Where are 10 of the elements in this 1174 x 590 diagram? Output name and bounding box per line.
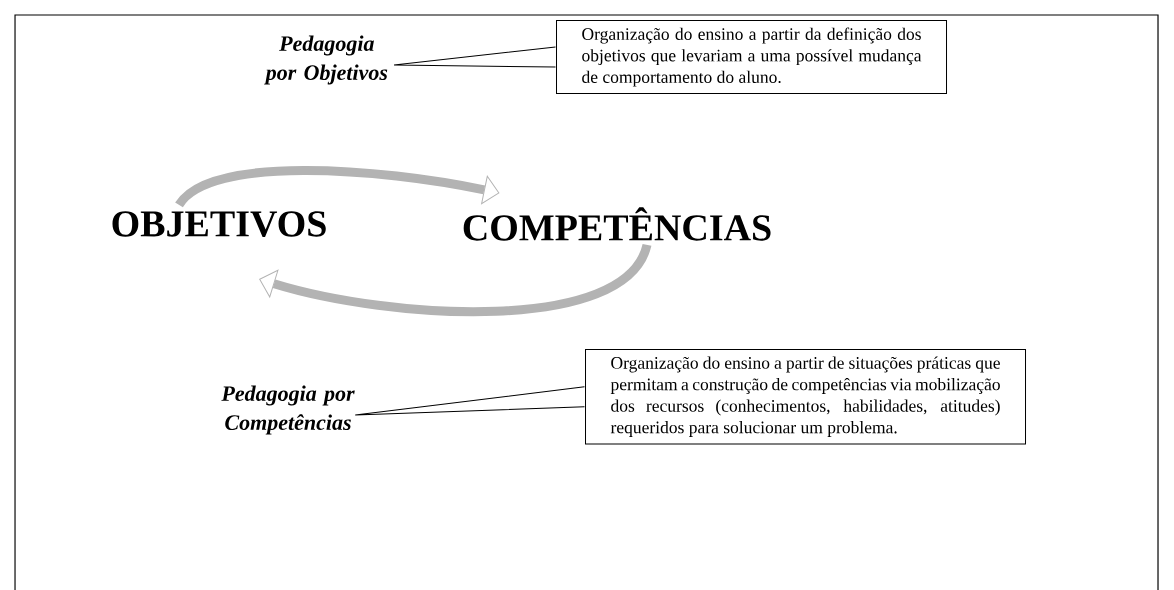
callout-tail xyxy=(354,386,585,416)
callout-tail xyxy=(393,46,556,68)
curved-arrow xyxy=(259,243,652,316)
concept-label: OBJETIVOS xyxy=(112,211,326,237)
callout-box: Organização do ensino a partir de situações práticas que permitam a construção de competências via mobilização dos recursos (conhecimentos, habilidades, atitudes) requeridos para solucionar um problema. xyxy=(585,349,1026,445)
callout-box: Organização do ensino a partir da definição dos objetivos que levariam a uma possível mudança de comportamento do aluno. xyxy=(556,20,947,95)
concept-label: COMPETÊNCIAS xyxy=(463,207,771,241)
pedagogy-label: Pedagogia por Objetivos xyxy=(264,35,388,85)
pedagogy-label: Pedagogia por Competências xyxy=(221,385,355,435)
curved-arrow xyxy=(175,166,500,208)
